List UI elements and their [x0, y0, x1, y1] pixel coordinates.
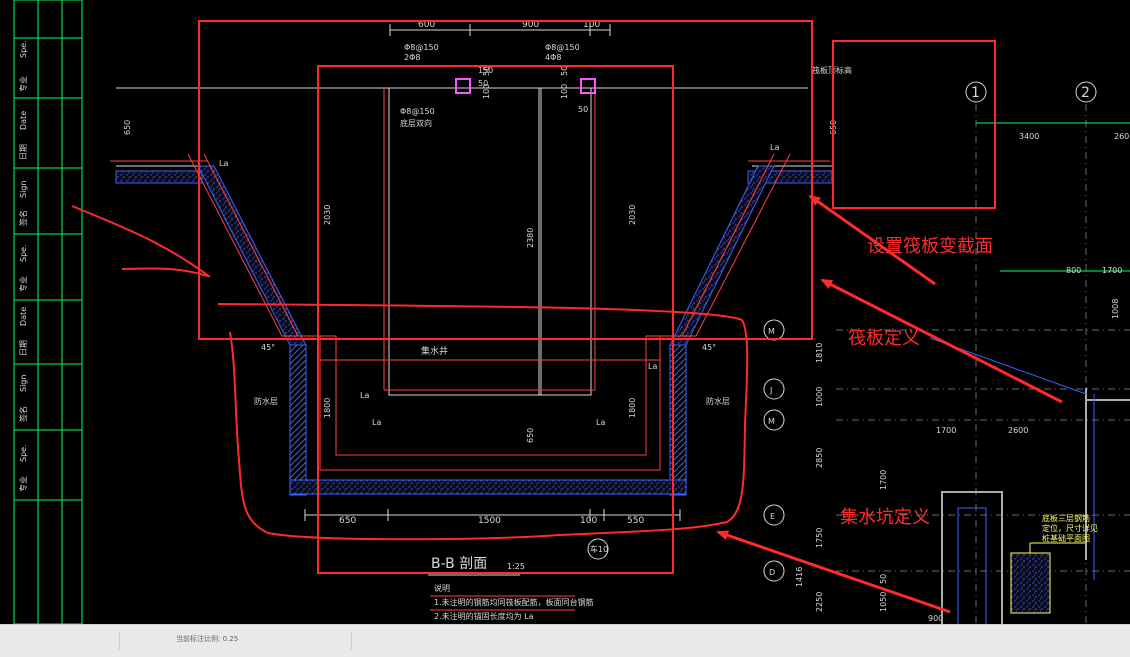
- vertical-dimension-2380: 2380: [526, 228, 535, 248]
- title-block-rq-2: 日期: [19, 340, 28, 356]
- grid-dim-1700-top: 1700: [1102, 266, 1122, 275]
- title-block-qm-2: 签名: [18, 406, 28, 422]
- vertical-dimension-1800-left: 1800: [323, 398, 332, 418]
- plan-area: 1 2 M J M E D 3400 260 800 1700 1700 260…: [763, 81, 1130, 624]
- status-bar: 当前标注比例: 0.25: [0, 624, 1130, 657]
- grid-dim-260: 260: [1114, 132, 1129, 141]
- grid-axis-M: M: [768, 417, 775, 426]
- angle-left: 45°: [261, 343, 275, 352]
- grid-vertical-1008: 1008: [1111, 299, 1120, 319]
- grid-vertical-1810: 1810: [815, 343, 824, 363]
- vertical-dimension-650-center: 650: [526, 428, 535, 443]
- vertical-dimension-650-left: 650: [123, 120, 132, 135]
- rebar-label-2: 2Φ8: [404, 53, 420, 62]
- small-dimension-150: 150: [478, 66, 493, 75]
- grid-vertical-2850: 2850: [815, 448, 824, 468]
- rebar-label-3: Φ8@150: [545, 43, 580, 52]
- grid-dim-3400: 3400: [1019, 132, 1039, 141]
- status-separator-1: [118, 632, 120, 650]
- vertical-dimension-2030-left: 2030: [323, 205, 332, 225]
- title-block-zy-2: 专业: [18, 276, 28, 292]
- status-text: 当前标注比例: 0.25: [176, 635, 239, 643]
- top-dimension-600: 600: [418, 20, 435, 30]
- angle-right: 45°: [702, 343, 716, 352]
- title-block-date-1: Date: [19, 111, 28, 130]
- grid-dim-900: 900: [928, 614, 943, 623]
- top-dimension-100: 100: [583, 20, 600, 30]
- bottom-dimension-650: 650: [339, 516, 356, 526]
- rebar-label-5: Φ8@150: [400, 107, 435, 116]
- title-block-spe-2: Spe.: [19, 244, 28, 262]
- grid-dim-1700: 1700: [936, 426, 956, 435]
- note-title: 说明: [434, 583, 450, 593]
- section-drawing: 600 900 100 Φ8@150 2Φ8 Φ8@150 4Φ8 Φ8@150…: [110, 20, 852, 621]
- grid-vertical-2250: 2250: [815, 592, 824, 612]
- right-waterproof-label: 防水层: [706, 396, 730, 406]
- section-scale: 1:25: [507, 562, 525, 571]
- la-label-5: La: [596, 418, 605, 427]
- note-line-2: 2.未注明的锚固长度均为 La: [434, 611, 534, 621]
- status-separator-2: [350, 632, 352, 650]
- small-dimension-50b: 50: [482, 66, 491, 76]
- note-line-1: 1.未注明的钢筋均同筏板配筋，板面同台钢筋: [434, 597, 594, 607]
- grid-dim-800: 800: [1066, 266, 1081, 275]
- grid-vertical-50: 50: [879, 574, 888, 584]
- title-block-sign-2: Sign: [19, 375, 28, 392]
- legend-line-1: 底板三层钢筋: [1042, 513, 1090, 523]
- la-label-4: La: [372, 418, 381, 427]
- title-block-zy-1: 专业: [18, 76, 28, 92]
- grid-axis-J: J: [769, 386, 772, 395]
- title-block-spe-3: Spe.: [19, 444, 28, 462]
- grid-vertical-1750: 1750: [815, 528, 824, 548]
- legend-line-2: 定位，尺寸详见: [1042, 523, 1098, 533]
- left-waterproof-label: 防水层: [254, 396, 278, 406]
- title-block-qm-1: 签名: [18, 210, 28, 226]
- title-block: Spe. 专业 Date 日期 Sign 签名 Spe. 专业 Date 日期 …: [13, 0, 83, 625]
- small-dimension-50c: 50: [560, 66, 569, 76]
- la-label-2: La: [770, 143, 779, 152]
- small-dimension-50d: 50: [578, 105, 588, 114]
- grid-vertical-1050: 1050: [879, 592, 888, 612]
- rebar-label-1: Φ8@150: [404, 43, 439, 52]
- grid-vertical-1000: 1000: [815, 387, 824, 407]
- vertical-dimension-1800-right: 1800: [628, 398, 637, 418]
- title-block-zy-3: 专业: [18, 476, 28, 492]
- section-marker: 车10: [590, 544, 608, 554]
- grid-axis-1: 1: [971, 85, 980, 101]
- grid-axis-M-top: M: [768, 327, 775, 336]
- grid-axis-D: D: [769, 568, 775, 577]
- grid-axis-2: 2: [1081, 85, 1090, 101]
- la-label-3: La: [360, 391, 369, 400]
- la-label-1: La: [219, 159, 228, 168]
- legend-line-3: 桩基础平面图: [1042, 533, 1090, 543]
- grid-dim-2600: 2600: [1008, 426, 1028, 435]
- top-dimension-900: 900: [522, 20, 539, 30]
- bottom-dimension-550: 550: [627, 516, 644, 526]
- small-dimension-100b: 100: [560, 84, 569, 99]
- annotation-sump-pit-definition: 集水坑定义: [840, 507, 930, 528]
- cad-canvas[interactable]: Spe. 专业 Date 日期 Sign 签名 Spe. 专业 Date 日期 …: [0, 0, 1130, 625]
- status-bar-inner: 当前标注比例: 0.25: [0, 625, 1130, 657]
- vertical-dimension-2030-right: 2030: [628, 205, 637, 225]
- annotation-set-raft-section: 设置筏板变截面: [867, 236, 993, 257]
- pit-label: 集水井: [421, 345, 448, 357]
- annotation-overlay: 设置筏板变截面 筏板定义 集水坑定义: [71, 20, 1063, 614]
- rebar-label-6: 底层双向: [400, 118, 432, 128]
- title-block-rq-1: 日期: [19, 144, 28, 160]
- rebar-label-4: 4Φ8: [545, 53, 561, 62]
- grid-vertical-1416: 1416: [795, 567, 804, 587]
- title-block-sign-1: Sign: [19, 181, 28, 198]
- title-block-date-2: Date: [19, 307, 28, 326]
- bottom-dimension-1500: 1500: [478, 516, 501, 526]
- bottom-dimension-100: 100: [580, 516, 597, 526]
- title-block-spe-1: Spe.: [19, 40, 28, 58]
- annotation-raft-definition: 筏板定义: [848, 328, 920, 349]
- grid-axis-E: E: [770, 512, 775, 521]
- small-dimension-100: 100: [482, 84, 491, 99]
- small-dimension-50: 50: [478, 79, 488, 88]
- la-label-6: La: [648, 362, 657, 371]
- grid-vertical-1700: 1700: [879, 470, 888, 490]
- section-title: B-B 剖面: [431, 556, 487, 572]
